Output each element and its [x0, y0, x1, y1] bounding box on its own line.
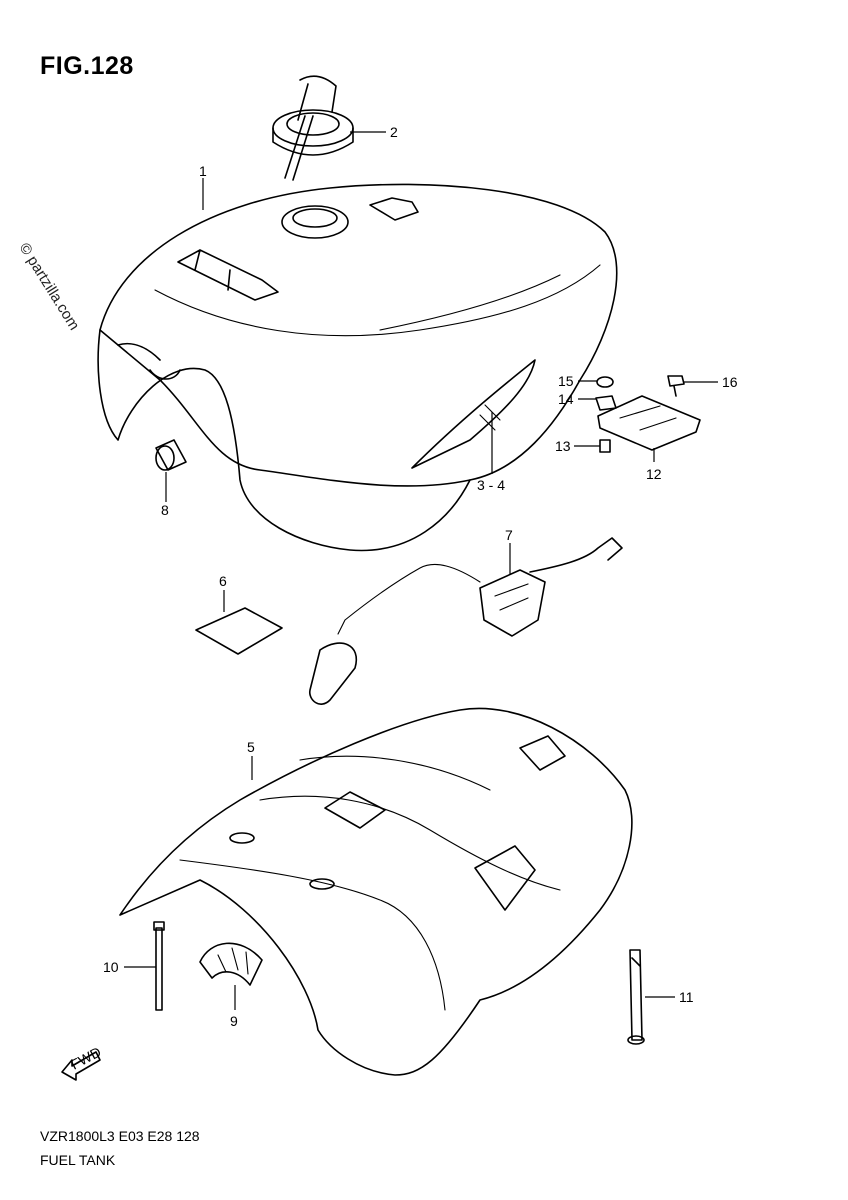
callout-12: 12 [646, 466, 662, 482]
callout-11: 11 [679, 989, 694, 1005]
cushion-drawing [155, 439, 187, 471]
fuel-pump-drawing [309, 537, 623, 705]
callout-6: 6 [219, 573, 227, 589]
model-code: VZR1800L3 E03 E28 128 [40, 1128, 200, 1144]
tank-cover-drawing [119, 707, 633, 1076]
callout-13: 13 [555, 438, 571, 454]
callout-5: 5 [247, 739, 255, 755]
callout-10: 10 [103, 959, 119, 975]
callout-3-4: 3 - 4 [477, 477, 505, 493]
clamp-drawing [199, 942, 263, 986]
forward-arrow-icon: FWD [61, 1044, 104, 1081]
label-drawing [195, 607, 283, 655]
callout-16: 16 [722, 374, 738, 390]
callout-8: 8 [161, 502, 169, 518]
fuel-tank-drawing [97, 183, 618, 552]
callouts: 1 2 3 - 4 5 6 7 8 9 10 11 12 13 14 15 16 [103, 124, 738, 1029]
band-drawing [627, 949, 645, 1045]
figure-title: FIG.128 [40, 52, 134, 80]
callout-1: 1 [199, 163, 207, 179]
callout-15: 15 [558, 373, 574, 389]
callout-14: 14 [558, 391, 574, 407]
section-name: FUEL TANK [40, 1152, 116, 1168]
bracket-drawing [595, 375, 701, 453]
fuel-cap-drawing [272, 75, 354, 181]
callout-7: 7 [505, 527, 513, 543]
callout-9: 9 [230, 1013, 238, 1029]
cable-tie-drawing [153, 921, 165, 1011]
callout-2: 2 [390, 124, 398, 140]
